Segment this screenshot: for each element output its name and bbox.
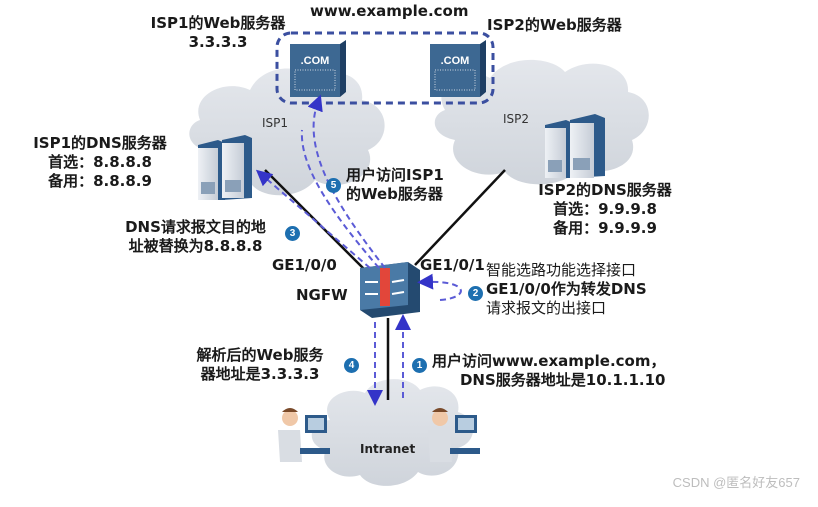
step4-line2: 器地址是3.3.3.3 [200,365,320,383]
web-server-group-box [275,31,495,105]
step3-line1: DNS请求报文目的地 [125,218,266,236]
ngfw-label: NGFW [296,286,348,304]
flow-step2 [417,273,462,301]
isp2-dns-label: ISP2的DNS服务器 首选：9.9.9.8 备用：9.9.9.9 [520,181,690,238]
isp1-dns-primary: 首选：8.8.8.8 [48,153,152,171]
step3-label: DNS请求报文目的地 址被替换为8.8.8.8 [108,218,283,256]
isp2-dns-server-icon [545,114,605,178]
isp2-cloud-label: ISP2 [503,112,530,126]
step1-line1: 用户访问www.example.com， [432,352,666,370]
isp1-cloud-label: ISP1 [262,116,289,130]
isp1-dns-label: ISP1的DNS服务器 首选：8.8.8.8 备用：8.8.8.9 [20,134,180,191]
step3-line2: 址被替换为8.8.8.8 [128,237,263,255]
step1-label: 用户访问www.example.com， DNS服务器地址是10.1.1.10 [432,352,666,390]
isp1-web-title: ISP1的Web服务器 [150,14,286,32]
isp1-dns-server-icon [198,135,252,200]
isp1-dns-backup: 备用：8.8.8.9 [48,172,152,190]
step5-line2: 的Web服务器 [346,185,443,203]
isp2-web-server-icon: .COM [430,40,486,97]
port-ge1-0-0-label: GE1/0/0 [272,256,337,274]
isp1-web-server-icon: .COM [290,40,346,97]
isp1-web-ip: 3.3.3.3 [188,33,248,51]
ngfw-firewall-icon [360,262,420,318]
isp1-dns-title: ISP1的DNS服务器 [33,134,167,152]
isp1-web-label: ISP1的Web服务器 3.3.3.3 [138,14,298,52]
svg-text:.COM: .COM [441,55,470,67]
step1-badge: 1 [412,358,427,373]
step2-label: 智能选路功能选择接口 GE1/0/0作为转发DNS 请求报文的出接口 [486,261,647,318]
svg-text:.COM: .COM [301,55,330,67]
step2-line2: GE1/0/0作为转发DNS [486,280,647,298]
step2-badge: 2 [468,286,483,301]
user-workstation-right-icon [428,408,480,462]
step4-label: 解析后的Web服务 器地址是3.3.3.3 [180,346,340,384]
step2-line1: 智能选路功能选择接口 [486,261,637,279]
step4-line1: 解析后的Web服务 [196,346,324,364]
port-ge1-0-1-label: GE1/0/1 [420,256,485,274]
user-workstation-left-icon [278,408,330,462]
isp2-dns-backup: 备用：9.9.9.9 [553,219,657,237]
intranet-label: Intranet [360,442,416,456]
link-isp2-fw [414,169,506,266]
step5-badge: 5 [326,178,341,193]
step3-badge: 3 [285,226,300,241]
domain-label: www.example.com [310,2,469,20]
step4-badge: 4 [344,358,359,373]
step2-line3: 请求报文的出接口 [486,299,607,317]
isp2-web-label: ISP2的Web服务器 [487,16,622,34]
isp2-dns-title: ISP2的DNS服务器 [538,181,672,199]
step1-line2: DNS服务器地址是10.1.1.10 [459,371,666,389]
step5-label: 用户访问ISP1 的Web服务器 [346,166,444,204]
isp2-dns-primary: 首选：9.9.9.8 [553,200,657,218]
flow-step3 [255,169,371,269]
csdn-watermark: CSDN @匿名好友657 [672,475,800,490]
step5-line1: 用户访问ISP1 [346,166,444,184]
